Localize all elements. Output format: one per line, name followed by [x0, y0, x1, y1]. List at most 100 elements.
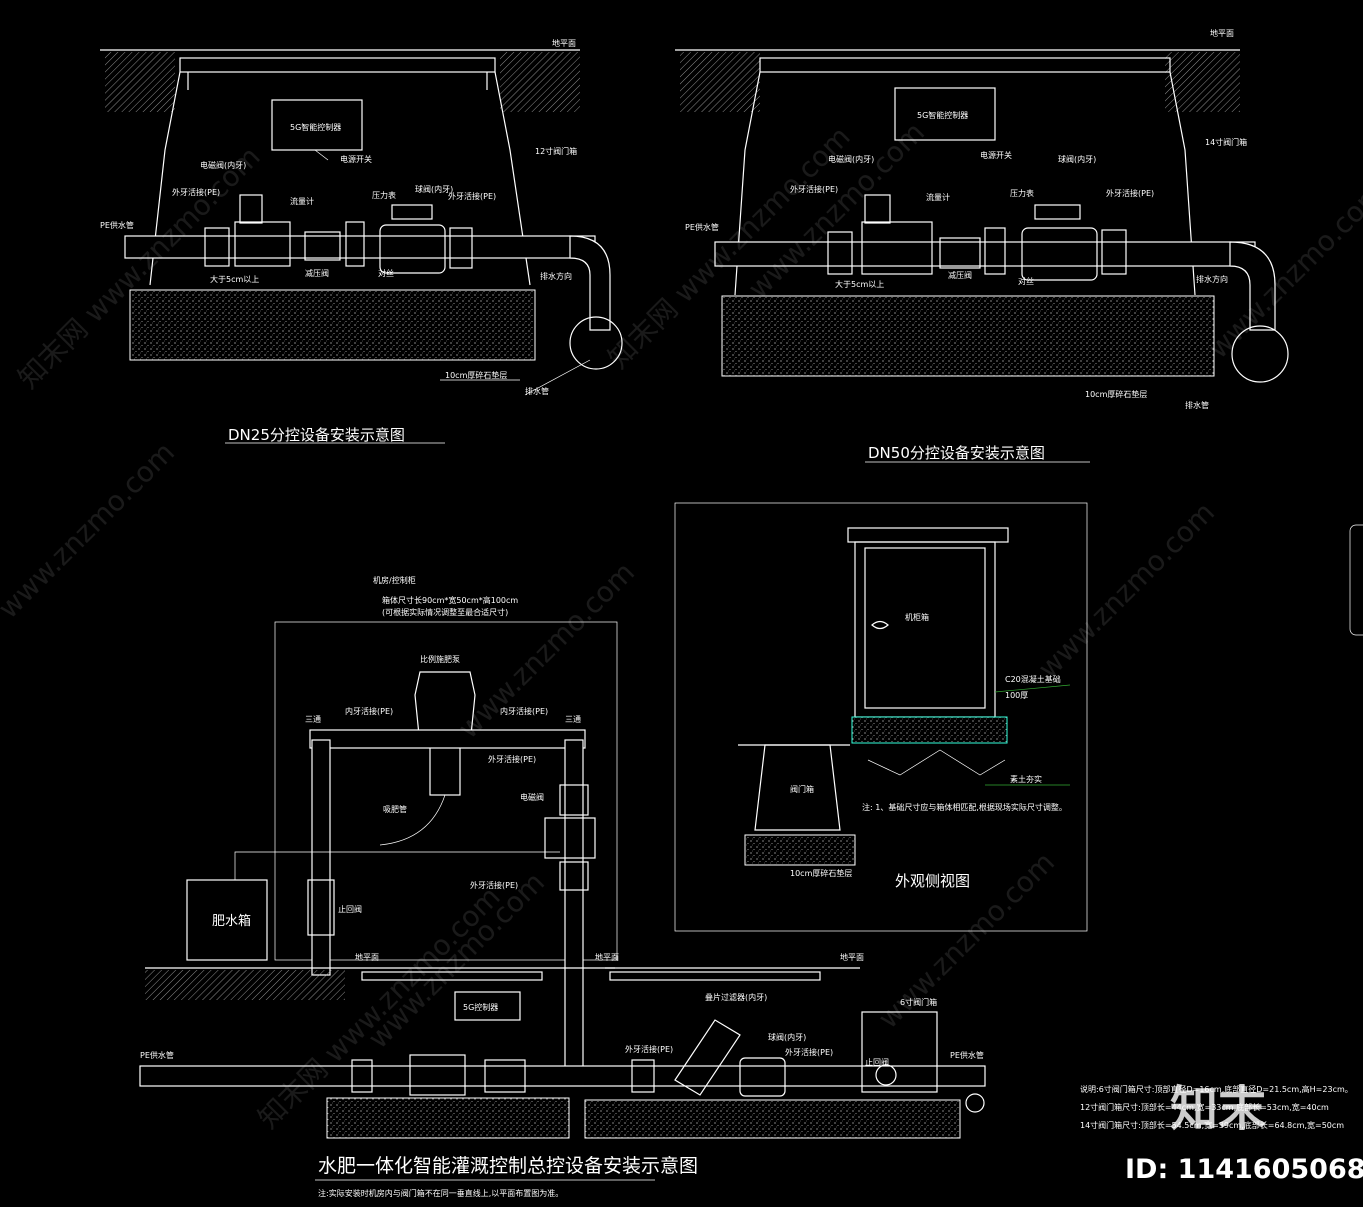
svg-text:对丝: 对丝 — [1018, 276, 1034, 286]
svg-text:地平面: 地平面 — [840, 952, 864, 962]
svg-text:对丝: 对丝 — [378, 268, 394, 278]
svg-text:机柜箱: 机柜箱 — [905, 612, 929, 622]
svg-text:10cm厚碎石垫层: 10cm厚碎石垫层 — [445, 370, 507, 380]
svg-text:外牙活接(PE): 外牙活接(PE) — [625, 1044, 673, 1054]
svg-text:www.znzmo.com: www.znzmo.com — [0, 436, 181, 625]
svg-text:压力表: 压力表 — [1010, 188, 1034, 198]
pressure-gauge-fitting — [345, 221, 365, 267]
svg-text:12寸阀门箱: 12寸阀门箱 — [535, 146, 577, 156]
svg-text:PE供水管: PE供水管 — [140, 1050, 174, 1060]
title-dn50: DN50分控设备安装示意图 — [868, 444, 1045, 462]
svg-text:止回阀: 止回阀 — [338, 904, 362, 914]
svg-text:排水管: 排水管 — [1185, 400, 1209, 410]
union-fitting — [204, 227, 230, 267]
svg-text:地平面: 地平面 — [1210, 28, 1234, 38]
svg-text:www.znzmo.com: www.znzmo.com — [1032, 496, 1221, 685]
svg-text:箱体尺寸长90cm*宽50cm*高100cm: 箱体尺寸长90cm*宽50cm*高100cm — [382, 595, 518, 605]
svg-text:外牙活接(PE): 外牙活接(PE) — [448, 191, 496, 201]
svg-text:减压阀: 减压阀 — [948, 270, 972, 280]
title-side-view: 外观侧视图 — [895, 872, 970, 890]
svg-text:球阀(内牙): 球阀(内牙) — [768, 1032, 806, 1042]
svg-text:排水方向: 排水方向 — [1196, 274, 1228, 284]
svg-text:14寸阀门箱: 14寸阀门箱 — [1205, 137, 1247, 147]
drain-pipe — [1231, 325, 1289, 383]
svg-text:电磁阀(内牙): 电磁阀(内牙) — [828, 154, 874, 164]
svg-text:三通: 三通 — [305, 714, 321, 724]
svg-text:外牙活接(PE): 外牙活接(PE) — [785, 1047, 833, 1057]
svg-text:外牙活接(PE): 外牙活接(PE) — [488, 754, 536, 764]
svg-text:叠片过滤器(内牙): 叠片过滤器(内牙) — [705, 992, 767, 1002]
drawing1-labels: 5G智能控制器 地平面 12寸阀门箱 电磁阀(内牙) 外牙活接(PE) 流量计 … — [100, 38, 577, 396]
disc-filter — [674, 1019, 741, 1096]
svg-text:外牙活接(PE): 外牙活接(PE) — [172, 187, 220, 197]
svg-text:排水管: 排水管 — [525, 386, 549, 396]
control-cabinet-outline — [274, 621, 618, 961]
valve-box-6in — [861, 1011, 938, 1093]
svg-text:内牙活接(PE): 内牙活接(PE) — [345, 706, 393, 716]
controller-5g — [894, 87, 996, 141]
valve-box-lid — [179, 57, 496, 73]
ball-valve — [1021, 227, 1098, 281]
drawing2-labels: 5G智能控制器 地平面 14寸阀门箱 电磁阀(内牙) 外牙活接(PE) 流量计 … — [685, 28, 1247, 410]
svg-text:压力表: 压力表 — [372, 190, 396, 200]
drawing3-labels: 机房/控制柜 箱体尺寸长90cm*宽50cm*高100cm (可根据实际情况调整… — [140, 575, 984, 1067]
drain-elbow — [569, 235, 611, 331]
legend-12in: 12寸阀门箱尺寸:顶部长=44cm,宽=33cm,底部长=53cm,宽=40cm — [1080, 1102, 1329, 1112]
flow-meter — [939, 237, 981, 269]
ball-valve — [379, 224, 446, 274]
machine-cabinet — [854, 541, 996, 718]
legend-14in: 14寸阀门箱尺寸:顶部长=54.5cm,宽=39cm,底部长=64.8cm,宽=… — [1080, 1120, 1344, 1130]
svg-text:阀门箱: 阀门箱 — [790, 784, 814, 794]
brand: 知末 ID: 1141605068 — [1125, 1081, 1363, 1185]
svg-text:三通: 三通 — [565, 714, 581, 724]
svg-text:外牙活接(PE): 外牙活接(PE) — [470, 880, 518, 890]
fertilizer-tank-label: 肥水箱 — [212, 913, 251, 929]
svg-text:电磁阀: 电磁阀 — [520, 792, 544, 802]
svg-text:地平面: 地平面 — [552, 38, 576, 48]
gravel-bed — [721, 295, 1215, 377]
svg-text:电源开关: 电源开关 — [980, 150, 1012, 160]
svg-text:PE供水管: PE供水管 — [100, 220, 134, 230]
svg-text:流量计: 流量计 — [926, 192, 950, 202]
soil-hatch — [500, 52, 580, 112]
svg-text:5G智能控制器: 5G智能控制器 — [290, 122, 341, 132]
title-main-control: 水肥一体化智能灌溉控制总控设备安装示意图 — [318, 1155, 698, 1177]
main-pipe-bottom — [139, 1065, 986, 1087]
drain-pipe — [569, 316, 623, 370]
znzmo-logo: 知末 — [1170, 1081, 1266, 1137]
solenoid-valve — [861, 221, 933, 275]
svg-text:(可根据实际情况调整至最合适尺寸): (可根据实际情况调整至最合适尺寸) — [382, 607, 508, 617]
svg-text:大于5cm以上: 大于5cm以上 — [210, 274, 259, 284]
legend-6in: 说明:6寸阀门箱尺寸:顶部直径D=16cm,底部直径D=21.5cm,高H=23… — [1080, 1084, 1353, 1094]
image-id: ID: 1141605068 — [1125, 1154, 1363, 1185]
svg-text:5G控制器: 5G控制器 — [463, 1002, 498, 1012]
svg-text:注: 1、基础尺寸应与箱体相匹配,根据现场实际尺寸调整。: 注: 1、基础尺寸应与箱体相匹配,根据现场实际尺寸调整。 — [862, 802, 1067, 812]
svg-text:100厚: 100厚 — [1005, 691, 1028, 700]
svg-text:球阀(内牙): 球阀(内牙) — [1058, 154, 1096, 164]
svg-text:吸肥管: 吸肥管 — [383, 804, 407, 814]
gravel-bed — [129, 289, 536, 361]
drawing-side-view — [674, 502, 1088, 932]
drawing4-labels: 机柜箱 C20混凝土基础 100厚 10cm厚碎石垫层 阀门箱 素土夯实 注: … — [790, 612, 1067, 878]
fertilizer-tank — [186, 879, 268, 961]
svg-text:素土夯实: 素土夯实 — [1010, 774, 1042, 784]
svg-text:内牙活接(PE): 内牙活接(PE) — [500, 706, 548, 716]
svg-text:排水方向: 排水方向 — [540, 271, 572, 281]
svg-text:球阀(内牙): 球阀(内牙) — [415, 184, 453, 194]
titles: DN25分控设备安装示意图 DN50分控设备安装示意图 外观侧视图 水肥一体化智… — [225, 426, 1090, 1198]
controller-5g-main — [454, 991, 521, 1021]
svg-text:PE供水管: PE供水管 — [685, 222, 719, 232]
svg-text:地平面: 地平面 — [595, 952, 619, 962]
drawing-main-control — [139, 621, 986, 1181]
controller-5g — [271, 99, 363, 151]
svg-text:电磁阀(内牙): 电磁阀(内牙) — [200, 160, 246, 170]
svg-text:机房/控制柜: 机房/控制柜 — [373, 575, 416, 585]
svg-text:www.znzmo.com: www.znzmo.com — [452, 556, 641, 745]
svg-text:止回阀: 止回阀 — [865, 1057, 889, 1067]
legend-notes: 说明:6寸阀门箱尺寸:顶部直径D=16cm,底部直径D=21.5cm,高H=23… — [1080, 1084, 1353, 1130]
drawing-dn50 — [675, 49, 1289, 383]
flow-meter — [304, 231, 341, 261]
drawing-dn25 — [100, 49, 623, 396]
svg-text:PE供水管: PE供水管 — [950, 1050, 984, 1060]
